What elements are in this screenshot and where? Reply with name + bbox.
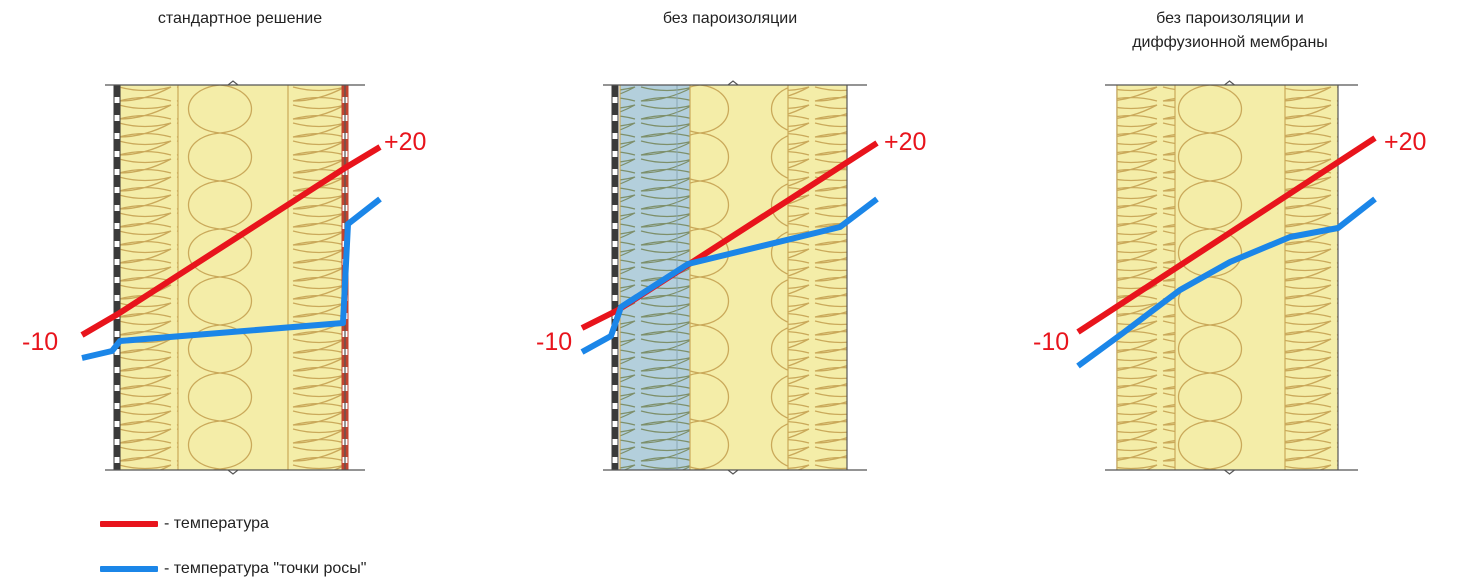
panel2-label-minus10: -10: [536, 328, 572, 356]
panel1-dew-point-line: [81, 196, 382, 361]
panel2-dense-layer-pattern: [620, 85, 690, 470]
panel-title-line: стандартное решение: [157, 10, 323, 27]
panel1-insulation-layer-b-pattern: [178, 85, 288, 470]
dew-point-swatch: [100, 566, 158, 572]
temperature-swatch: [100, 521, 158, 527]
legend-dew-point: - температура "точки росы": [100, 560, 366, 578]
panel-title-no-barrier-no-membrane: без пароизоляции и диффузионной мембраны: [1100, 7, 1360, 55]
panel3-break-mark-bottom: [1224, 469, 1235, 475]
legend-label-temperature: - температура: [164, 515, 269, 532]
panel-title-standard: стандартное решение: [110, 7, 370, 31]
panel1-break-mark-top: [227, 80, 239, 86]
panel-title-line: без пароизоляции и: [1156, 10, 1304, 27]
panel2-break-mark-bottom: [727, 469, 739, 475]
panel3-dew-point-line: [1076, 196, 1377, 369]
panel-title-line: без пароизоляции: [662, 10, 798, 27]
panel1-label-minus10: -10: [22, 328, 58, 356]
legend-temperature: - температура: [100, 515, 269, 533]
panel3-label-plus20: +20: [1384, 128, 1426, 156]
panel-title-no-vapor-barrier: без пароизоляции: [600, 7, 860, 31]
panel2-insulation-layer-c-pattern: [788, 85, 847, 470]
panel3-label-minus10: -10: [1033, 328, 1069, 356]
panel1-insulation-layer-c-pattern: [288, 85, 345, 470]
panel2-insulation-layer-b-pattern: [690, 85, 788, 470]
legend-label-dew-point: - температура "точки росы": [164, 560, 367, 577]
panel3-break-mark-top: [1224, 80, 1235, 86]
panel1-label-plus20: +20: [384, 128, 426, 156]
panel1-insulation-layer-a-pattern: [120, 85, 178, 470]
panel3-temperature-line: [1076, 135, 1377, 335]
panel3-insulation-layer-c-pattern: [1285, 85, 1338, 470]
panel2-break-mark-top: [727, 80, 739, 86]
panel-title-line: диффузионной мембраны: [1132, 34, 1328, 51]
panel1-temperature-line: [80, 144, 382, 338]
panel2-label-plus20: +20: [884, 128, 926, 156]
panel2-dew-point-line: [580, 196, 879, 355]
panel3-insulation-layer-b-pattern: [1175, 85, 1285, 470]
panel1-break-mark-bottom: [227, 469, 239, 475]
